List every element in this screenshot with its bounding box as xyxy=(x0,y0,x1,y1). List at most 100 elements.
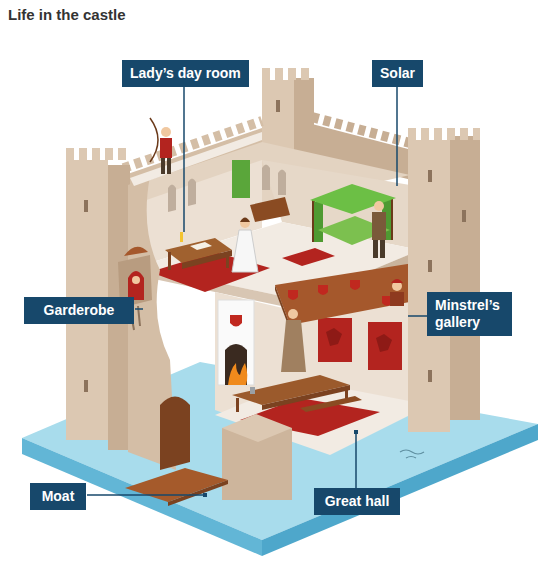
wall-walk xyxy=(130,132,262,186)
minstrels-gallery xyxy=(288,290,298,300)
back-tower xyxy=(262,68,314,80)
minstrels-gallery xyxy=(275,262,420,330)
upper-rooms xyxy=(282,248,335,266)
right-tower xyxy=(408,128,480,140)
leader-lines xyxy=(396,86,398,186)
hall-table xyxy=(232,375,362,412)
figures xyxy=(288,309,298,319)
figures xyxy=(390,292,404,306)
leader-lines xyxy=(354,430,358,434)
figures xyxy=(240,218,250,223)
leader-lines xyxy=(135,308,143,310)
callout-text: Moat xyxy=(38,488,78,505)
great-hall xyxy=(376,334,392,352)
callout-box: Lady’s day room xyxy=(122,60,249,87)
callout-text: Garderobe xyxy=(32,302,126,319)
callout-box: Solar xyxy=(372,60,423,87)
right-tower xyxy=(408,140,450,432)
front-left-tower xyxy=(66,148,130,160)
great-hall xyxy=(368,322,402,370)
right-tower xyxy=(428,370,432,382)
callout-box: Minstrel’s gallery xyxy=(427,292,512,336)
fireplace xyxy=(218,300,254,385)
moat-water xyxy=(406,457,416,459)
great-hall xyxy=(318,318,352,362)
figures xyxy=(281,320,306,372)
solar-bed xyxy=(310,184,396,245)
callout-text: Solar xyxy=(380,65,415,82)
door-and-drawbridge xyxy=(168,480,228,506)
door-and-drawbridge xyxy=(125,397,228,507)
lady-furniture xyxy=(190,242,212,250)
upper-rooms xyxy=(278,170,286,196)
lady-furniture xyxy=(250,197,290,222)
upper-rooms xyxy=(168,185,176,213)
minstrels-gallery xyxy=(275,262,420,325)
hall-table xyxy=(250,387,255,394)
garderobe-alcove xyxy=(124,247,148,256)
figures xyxy=(161,127,171,137)
lady-furniture xyxy=(182,250,232,269)
callout-text: Lady’s day room xyxy=(130,65,241,82)
figures xyxy=(391,279,403,283)
right-tower xyxy=(450,136,480,420)
fireplace xyxy=(228,363,247,385)
figures xyxy=(160,138,172,158)
figures xyxy=(150,118,158,162)
callout-box: Moat xyxy=(30,483,86,510)
figures xyxy=(161,158,165,174)
figures xyxy=(372,212,386,240)
hall-table xyxy=(262,385,350,410)
back-tower xyxy=(276,100,280,112)
callout-box: Great hall xyxy=(314,488,400,515)
title: Life in the castle xyxy=(8,6,126,23)
figures xyxy=(240,218,250,228)
lady-furniture xyxy=(226,252,229,268)
lady-furniture xyxy=(180,232,183,242)
leader-lines xyxy=(183,86,185,232)
moat-water xyxy=(400,450,424,454)
leader-lines xyxy=(355,432,357,488)
front-left-tower xyxy=(84,200,88,212)
great-hall xyxy=(326,328,342,346)
solar-bed xyxy=(314,202,323,242)
figures xyxy=(380,240,385,258)
front-left-tower xyxy=(84,380,88,392)
great-hall xyxy=(215,262,430,455)
leader-lines xyxy=(87,494,205,496)
lady-furniture xyxy=(168,252,171,270)
minstrels-gallery xyxy=(350,280,360,290)
leader-lines xyxy=(203,493,207,497)
callout-text: Great hall xyxy=(322,493,392,510)
minstrels-gallery xyxy=(318,285,328,295)
solar-bed xyxy=(310,184,396,214)
fireplace xyxy=(218,300,254,385)
door-and-drawbridge xyxy=(125,468,228,502)
wall-walk xyxy=(130,132,262,186)
upper-rooms xyxy=(262,165,270,191)
right-tower xyxy=(428,170,432,182)
right-tower xyxy=(462,210,466,222)
figures xyxy=(374,201,384,211)
right-tower xyxy=(428,260,432,272)
right-tower xyxy=(408,134,480,432)
upper-rooms xyxy=(232,160,250,198)
figures xyxy=(373,240,378,258)
figures xyxy=(132,276,140,284)
front-block xyxy=(222,414,292,442)
callout-box: Garderobe xyxy=(24,297,134,324)
fireplace xyxy=(230,315,242,327)
callout-text: Minstrel’s gallery xyxy=(435,297,504,331)
hall-table xyxy=(236,398,239,412)
figures xyxy=(167,158,171,174)
figures xyxy=(128,271,144,300)
door-and-drawbridge xyxy=(160,397,190,471)
hall-table xyxy=(300,396,362,412)
leader-lines xyxy=(87,86,427,497)
front-block xyxy=(222,414,292,500)
figures xyxy=(232,230,258,272)
leader-lines xyxy=(408,315,427,317)
upper-rooms xyxy=(188,179,196,207)
